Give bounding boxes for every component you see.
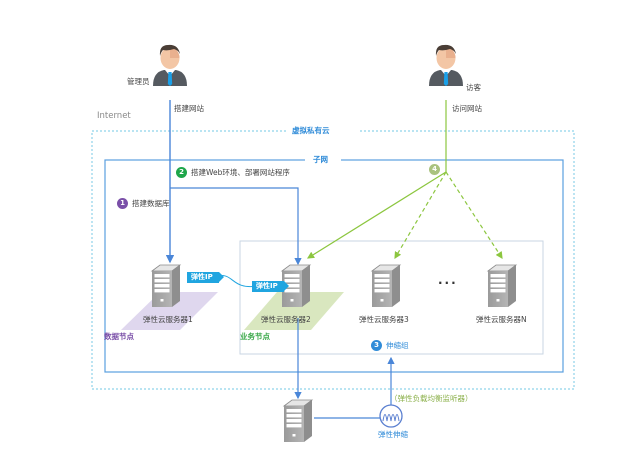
eip-tag-server2: 弹性IP <box>252 281 289 292</box>
step-3: 3 伸缩组 <box>371 340 409 351</box>
server-1-label: 弹性云服务器1 <box>143 315 193 324</box>
scaling-group-boundary <box>239 240 544 355</box>
server-1-icon <box>151 264 181 308</box>
data-node-label: 数据节点 <box>104 332 134 341</box>
server-n-label: 弹性云服务器N <box>476 315 527 324</box>
visitor-action-label: 访问网站 <box>452 104 482 113</box>
step-2-badge: 2 <box>176 167 187 178</box>
visitor-to-serverN-line <box>445 171 503 260</box>
business-node-pad <box>244 292 344 330</box>
backend-server-icon <box>283 399 313 443</box>
vpc-boundary <box>91 130 575 390</box>
server-n-icon <box>487 264 517 308</box>
server-2-label: 弹性云服务器2 <box>261 315 311 324</box>
deploy-line <box>170 187 302 266</box>
step-1-label: 搭建数据库 <box>132 198 170 208</box>
visitor-to-server2-line <box>306 171 447 259</box>
admin-avatar <box>153 44 187 86</box>
step-1: 1 搭建数据库 <box>117 198 170 209</box>
admin-label: 管理员 <box>127 77 150 86</box>
business-node-label: 业务节点 <box>240 332 270 341</box>
admin-action-label: 搭建网站 <box>174 104 204 113</box>
auto-scaling-icon <box>379 404 403 428</box>
internet-label: Internet <box>97 111 131 121</box>
visitor-label: 访客 <box>466 83 481 92</box>
auto-scaling-label: 弹性伸缩 <box>378 430 408 439</box>
step-1-badge: 1 <box>117 198 128 209</box>
data-node-pad <box>121 292 218 330</box>
visitor-avatar <box>429 44 463 86</box>
server-3-icon <box>371 264 401 308</box>
vpc-label: 虚拟私有云 <box>292 126 330 135</box>
visitor-to-server3-line <box>394 171 447 260</box>
step-2-label: 搭建Web环境、部署网站程序 <box>191 167 290 177</box>
step-2: 2 搭建Web环境、部署网站程序 <box>176 167 290 178</box>
more-servers-ellipsis: ··· <box>438 276 458 290</box>
eip-tag-server1: 弹性IP <box>187 272 224 283</box>
step-3-label: 伸缩组 <box>386 340 409 350</box>
subnet-label: 子网 <box>313 155 328 164</box>
elb-listener-label: （弹性负载均衡监听器） <box>390 394 473 403</box>
step-3-badge: 3 <box>371 340 382 351</box>
step-4-badge: 4 <box>429 164 440 175</box>
server-3-label: 弹性云服务器3 <box>359 315 409 324</box>
